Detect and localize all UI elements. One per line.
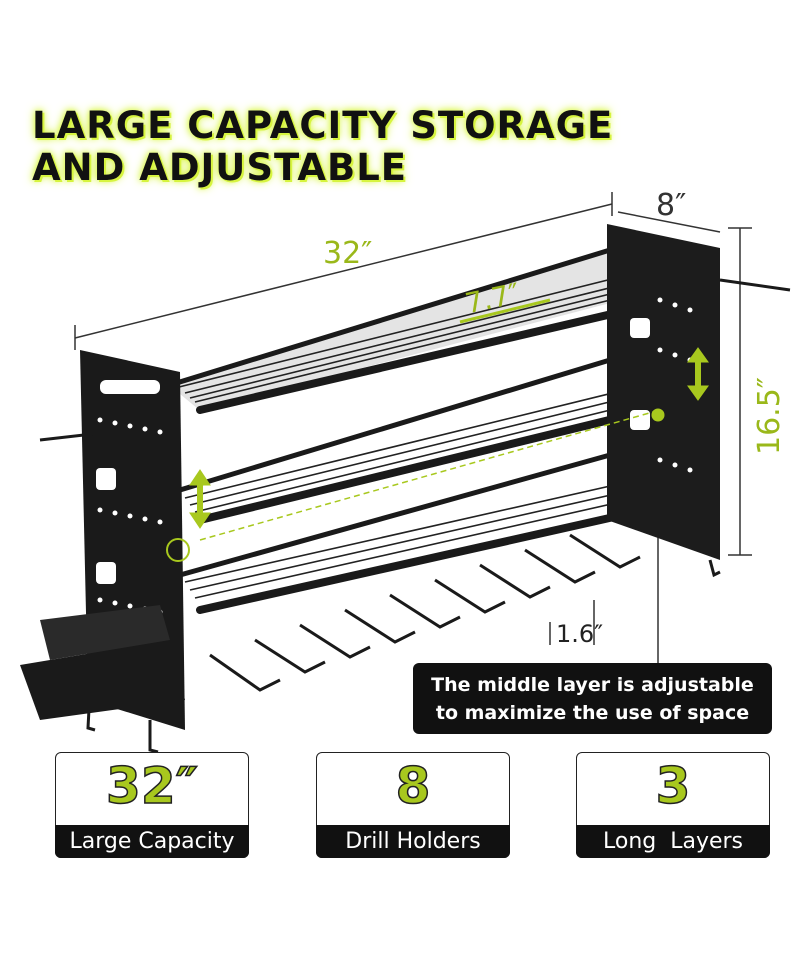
depth-dimension-label: 8″ [656,188,687,223]
adjustable-layer-note: The middle layer is adjustable to maximi… [413,663,772,734]
headline-line-2: AND ADJUSTABLE [32,146,408,189]
feature-value: 8 [395,756,431,816]
feature-label: Drill Holders [316,825,510,858]
height-dimension-label: 16.5″ [752,376,787,455]
feature-value: 3 [655,756,691,816]
feature-card-layers: 3 Long Layers [576,752,770,858]
note-line-1: The middle layer is adjustable [431,674,754,696]
width-dimension-label: 32″ [323,236,373,271]
headline-line-1: LARGE CAPACITY STORAGE [32,104,614,147]
feature-value: 32″ [105,756,198,816]
feature-label: Large Capacity [55,825,249,858]
feature-card-drill-holders: 8 Drill Holders [316,752,510,858]
slot-width-label: 1.6″ [556,620,604,648]
feature-label: Long Layers [576,825,770,858]
note-line-2: to maximize the use of space [435,702,750,724]
feature-card-capacity: 32″ Large Capacity [55,752,249,858]
